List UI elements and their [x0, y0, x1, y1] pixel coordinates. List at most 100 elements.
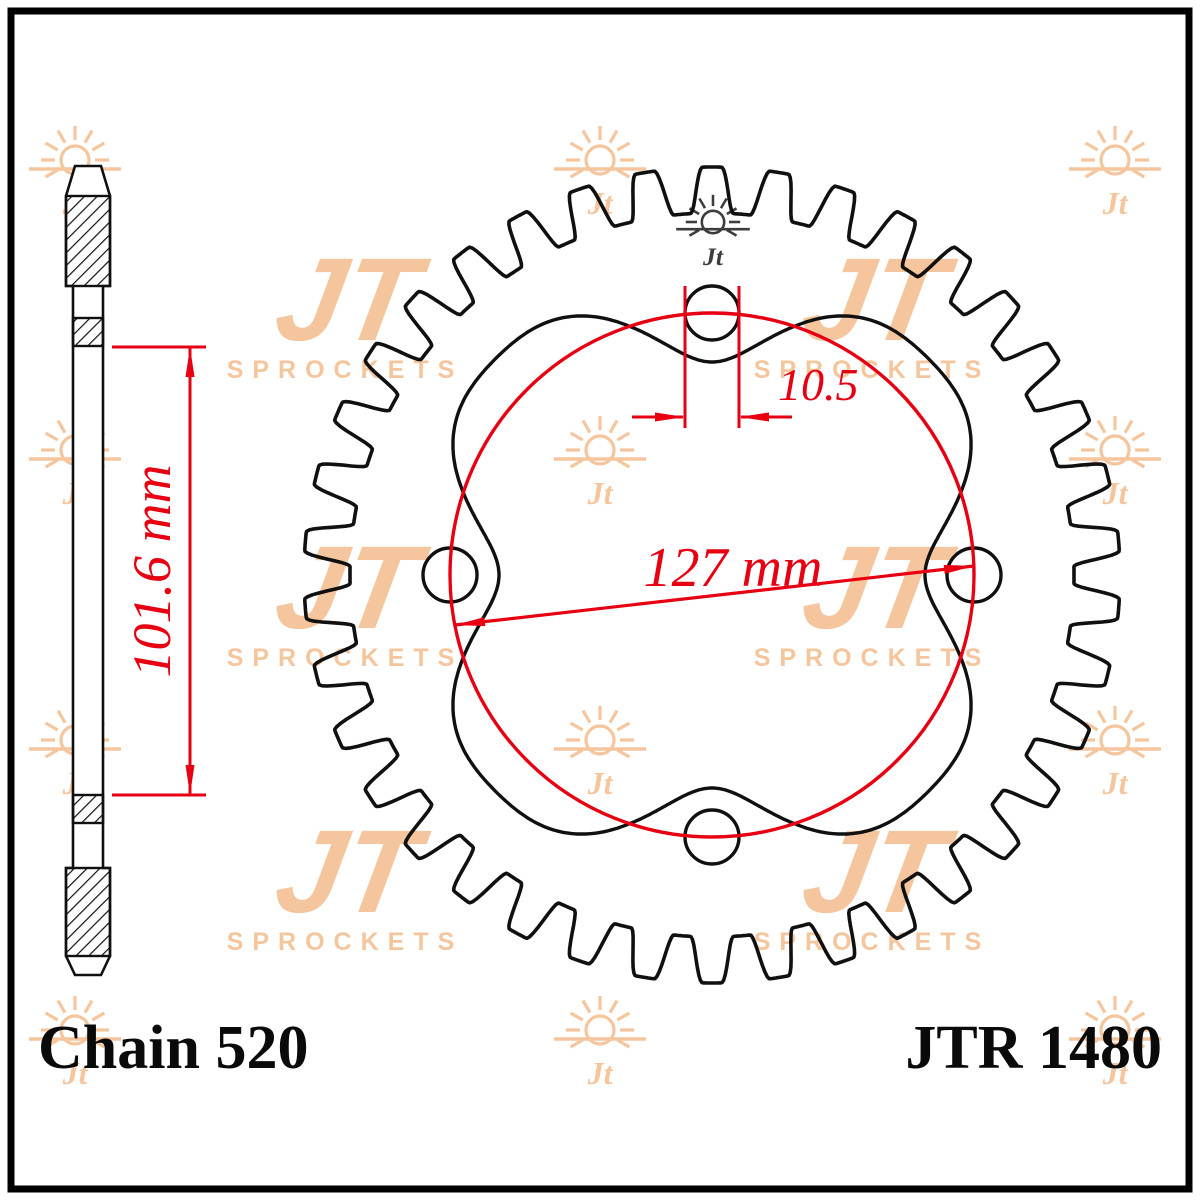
sun-jt-label: Jt	[1102, 765, 1129, 801]
sun-jt-label: Jt	[587, 475, 614, 511]
sun-ray	[83, 999, 94, 1014]
sun-disc	[1099, 144, 1131, 176]
sun-watermark-icon: Jt	[29, 996, 121, 1091]
sun-ray	[616, 431, 631, 442]
dimension-arrowhead	[739, 412, 769, 422]
section-hatch-block	[71, 316, 105, 348]
sun-watermark-icon: Jt	[554, 996, 646, 1091]
sprocket-inner-cutout	[451, 314, 973, 836]
sun-ray	[1123, 999, 1134, 1014]
dim-127-label: 127 mm	[644, 537, 823, 599]
sun-ray	[1084, 721, 1099, 732]
sun-ray	[1084, 141, 1099, 152]
sun-watermark-icon: Jt	[554, 416, 646, 511]
sprocket-teeth-outline	[303, 165, 1121, 985]
sun-ray	[569, 431, 584, 442]
part-number-label: JTR 1480	[905, 1014, 1162, 1082]
dimension-arrowhead	[455, 617, 486, 627]
sun-ray	[56, 129, 67, 144]
sprockets-logo-text: SPROCKETS	[227, 928, 464, 956]
sun-ray	[1131, 141, 1146, 152]
sun-jt-label: Jt	[702, 242, 724, 271]
sun-ray	[608, 419, 619, 434]
sun-ray	[581, 419, 592, 434]
sun-ray	[616, 1038, 631, 1049]
sun-ray	[1123, 419, 1134, 434]
sun-ray	[569, 1011, 584, 1022]
sun-ray	[1084, 1011, 1099, 1022]
sun-disc	[59, 1014, 91, 1046]
sun-ray	[1131, 721, 1146, 732]
sun-jt-label: Jt	[1102, 185, 1129, 221]
sun-ray	[56, 419, 67, 434]
sprockets-logo-text: SPROCKETS	[227, 356, 464, 384]
sun-ray	[616, 168, 631, 179]
sun-disc	[1099, 434, 1131, 466]
sun-disc	[584, 144, 616, 176]
sun-ray	[1123, 129, 1134, 144]
chain-size-label: Chain 520	[38, 1014, 308, 1082]
sun-ray	[1131, 431, 1146, 442]
sprockets-logo-text: SPROCKETS	[227, 644, 464, 672]
sun-ray	[608, 709, 619, 724]
dimension-arrowhead	[185, 347, 195, 377]
side-view-outline	[64, 164, 112, 977]
sun-ray	[608, 129, 619, 144]
sun-ray	[44, 431, 59, 442]
sun-ray	[44, 168, 59, 179]
sun-jt-label: Jt	[1102, 475, 1129, 511]
section-hatch-block	[64, 194, 112, 288]
sun-ray	[44, 721, 59, 732]
sun-ray	[581, 999, 592, 1014]
sun-ray	[569, 141, 584, 152]
dim-101-label: 101.6 mm	[122, 465, 182, 678]
jt-stamp-icon: Jt	[676, 194, 750, 271]
sun-disc	[584, 724, 616, 756]
dimension-arrowhead	[655, 412, 685, 422]
sun-ray	[1096, 129, 1107, 144]
sun-jt-label: Jt	[587, 1055, 614, 1091]
sun-ray	[91, 1038, 106, 1049]
sun-watermark-icon: Jt	[554, 706, 646, 801]
sun-disc	[1099, 1014, 1131, 1046]
sun-ray	[1123, 709, 1134, 724]
sun-watermark-icon: Jt	[1069, 996, 1161, 1091]
watermark-layer: JtJtJtJtJtJtJtJtJtJtJtJtJTSPROCKETSJTSPR…	[29, 126, 1161, 1091]
sun-ray	[1084, 1038, 1099, 1049]
sun-ray	[1131, 748, 1146, 759]
sun-ray	[569, 458, 584, 469]
sun-ray	[616, 141, 631, 152]
sun-disc	[584, 1014, 616, 1046]
section-hatch-block	[64, 866, 112, 958]
sun-ray	[44, 458, 59, 469]
sprockets-logo-text: SPROCKETS	[754, 644, 991, 672]
sun-jt-label: Jt	[1102, 1055, 1129, 1091]
dimension-annotations	[112, 286, 976, 839]
sun-ray	[56, 999, 67, 1014]
bolt-circle-reference	[448, 311, 976, 839]
dim-127-line	[454, 564, 975, 627]
sun-disc	[1099, 724, 1131, 756]
sun-ray	[1096, 709, 1107, 724]
sun-ray	[91, 1011, 106, 1022]
sprockets-logo-text: SPROCKETS	[754, 356, 991, 384]
sun-ray	[616, 721, 631, 732]
jt-logo-text: JT	[267, 234, 436, 366]
section-hatch-block	[71, 793, 105, 825]
jt-logo-text: JT	[267, 522, 436, 654]
sun-ray	[1131, 1038, 1146, 1049]
sun-watermark-icon: Jt	[1069, 706, 1161, 801]
sun-ray	[1131, 1011, 1146, 1022]
sun-ray	[698, 197, 707, 209]
sun-ray	[83, 129, 94, 144]
sun-disc	[584, 434, 616, 466]
sun-ray	[1096, 999, 1107, 1014]
sun-ray	[581, 709, 592, 724]
sun-ray	[1096, 419, 1107, 434]
border-frame	[7, 7, 1193, 1193]
